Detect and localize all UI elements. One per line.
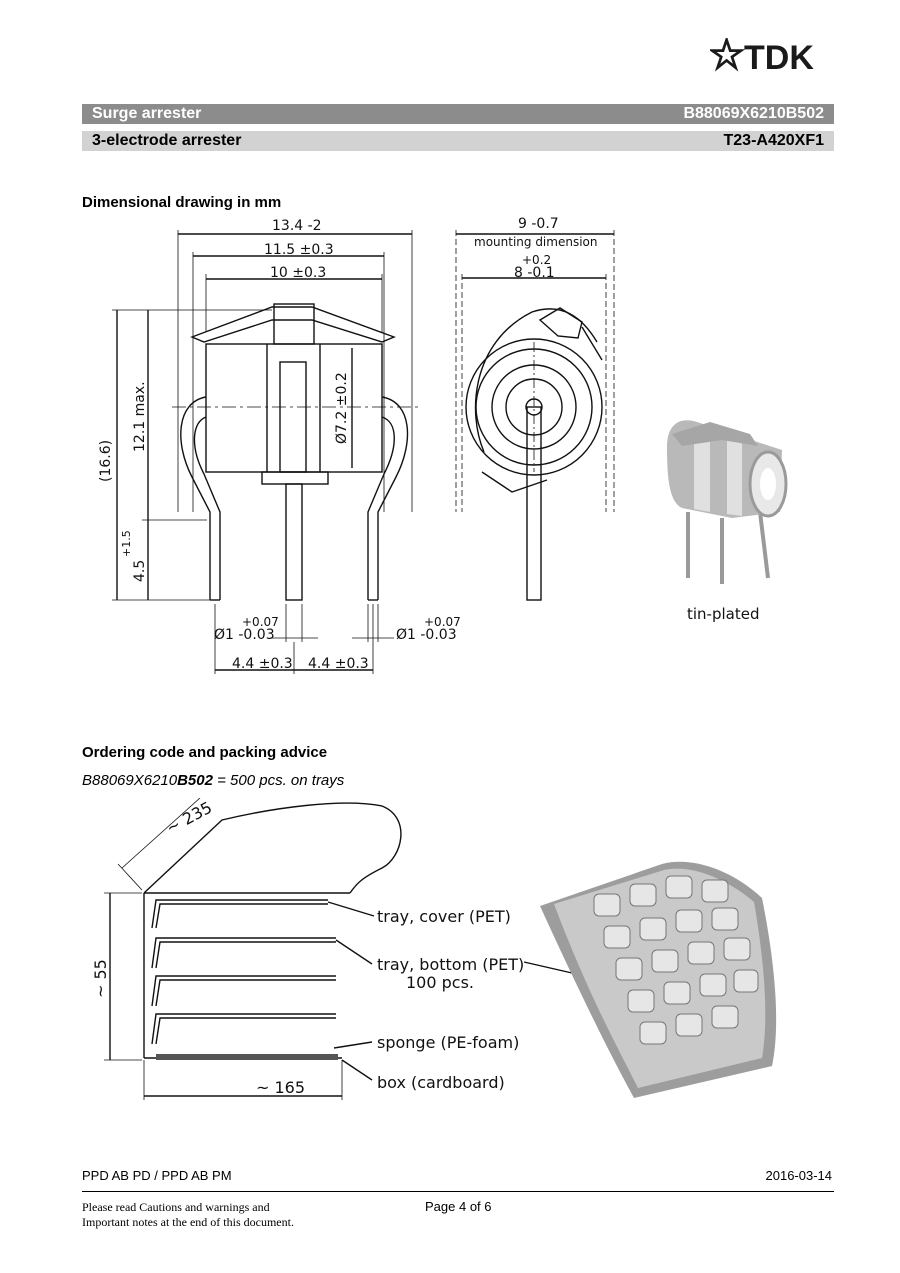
dim-body-length: 10 ±0.3: [270, 265, 326, 281]
dim-lead-tol: +1.5: [120, 530, 133, 557]
pin-tol-right: +0.07: [424, 615, 461, 629]
dim-total-height: (16.6): [98, 440, 114, 482]
tray-photo: [540, 861, 777, 1098]
dim-side-tol: +0.2: [522, 253, 551, 267]
pin-dia-right: Ø1 -0.03: [396, 627, 457, 643]
tdk-logo-mark-icon: [710, 38, 746, 72]
pitch-right: 4.4 ±0.3: [308, 656, 369, 672]
ordering-heading: Ordering code and packing advice: [82, 744, 328, 761]
pack-dim-length: ~ 165: [256, 1078, 305, 1097]
label-sponge: sponge (PE-foam): [377, 1033, 519, 1052]
pin-dia-left: Ø1 -0.03: [214, 627, 275, 643]
dim-lead-length: 4.5: [132, 560, 148, 582]
footer-note: Please read Cautions and warnings and Im…: [82, 1200, 342, 1230]
footer-note-line1: Please read Cautions and warnings and: [82, 1200, 270, 1214]
dim-overall-width: 13.4 -2: [272, 218, 322, 234]
pin-tol-left: +0.07: [242, 615, 279, 629]
header-bar-type: 3-electrode arrester T23-A420XF1: [82, 131, 834, 151]
page-number: Page 4 of 6: [425, 1199, 492, 1214]
series-code: T23-A420XF1: [723, 132, 825, 149]
packing-drawing: ~ 235 ~ 55 ~ 165 tray, cover (PET) tray,…: [91, 798, 777, 1100]
label-tray-bottom: tray, bottom (PET): [377, 955, 524, 974]
dim-clip-width: 11.5 ±0.3: [264, 242, 334, 258]
ordering-code-suffix: = 500 pcs. on trays: [212, 772, 345, 789]
photo-caption: tin-plated: [687, 605, 759, 623]
dimensional-drawing-heading: Dimensional drawing in mm: [82, 194, 282, 211]
pack-dim-width: ~ 235: [163, 798, 215, 838]
dim-max-height: 12.1 max.: [132, 381, 148, 452]
dim-diameter: Ø7.2 ±0.2: [334, 372, 350, 444]
tdk-logo: TDK: [710, 38, 814, 74]
header-bar-product: Surge arrester B88069X6210B502: [82, 104, 834, 124]
product-name: Surge arrester: [92, 105, 202, 122]
ordering-code-prefix: B88069X6210: [82, 772, 178, 789]
product-photo: tin-plated: [667, 420, 788, 623]
footer-note-line2: Important notes at the end of this docum…: [82, 1215, 294, 1229]
tdk-logo-text: TDK: [744, 39, 814, 74]
footer-department: PPD AB PD / PPD AB PM: [82, 1168, 232, 1183]
label-tray-cover: tray, cover (PET): [377, 907, 511, 926]
label-tray-qty: 100 pcs.: [406, 973, 474, 992]
ordering-code-bold: B502: [177, 772, 213, 789]
dimensional-drawing: 13.4 -2 11.5 ±0.3 10 ±0.3 9 -0.7 mountin…: [98, 216, 788, 674]
part-number: B88069X6210B502: [683, 105, 824, 122]
pack-dim-height: ~ 55: [91, 959, 110, 998]
footer-date: 2016-03-14: [765, 1168, 833, 1183]
label-box: box (cardboard): [377, 1073, 505, 1092]
dim-side-width: 8 -0.1: [514, 265, 555, 281]
footer-divider: [82, 1191, 834, 1192]
product-type: 3-electrode arrester: [92, 132, 242, 149]
pitch-left: 4.4 ±0.3: [232, 656, 293, 672]
ordering-code: B88069X6210B502 = 500 pcs. on trays: [82, 772, 344, 789]
dim-mounting-note: mounting dimension: [474, 235, 597, 249]
dim-mounting: 9 -0.7: [518, 216, 559, 232]
